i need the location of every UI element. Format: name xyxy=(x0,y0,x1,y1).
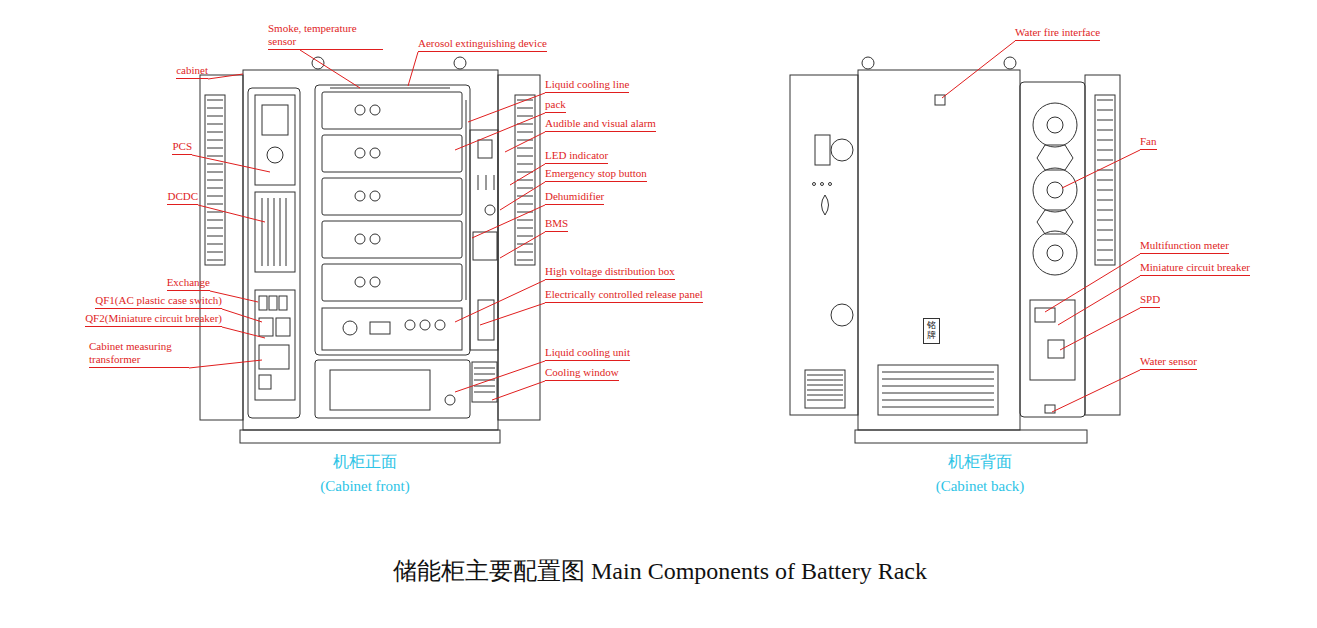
callout-label: Multifunction meter xyxy=(1140,239,1229,254)
callout-label: Water fire interface xyxy=(1015,26,1100,41)
leader-lines xyxy=(189,41,1140,412)
callout-label: Fan xyxy=(1140,135,1157,150)
callout-label: SPD xyxy=(1140,293,1160,308)
callout-label: Audible and visual alarm xyxy=(545,117,656,132)
callout-label: LED indicator xyxy=(545,149,608,164)
callout-label: Liquid cooling line xyxy=(545,78,629,93)
callout-label: Exchange xyxy=(167,276,210,291)
view-caption: (Cabinet front) xyxy=(320,478,410,495)
view-caption: 机柜正面 xyxy=(333,452,397,473)
callout-label: High voltage distribution box xyxy=(545,265,675,280)
callout-label: QF1(AC plastic case switch) xyxy=(95,294,222,309)
callout-label: Miniature circuit breaker xyxy=(1140,261,1250,276)
view-caption: (Cabinet back) xyxy=(936,478,1025,495)
callout-label: Electrically controlled release panel xyxy=(545,288,703,303)
callout-label: Water sensor xyxy=(1140,355,1197,370)
callout-label: QF2(Miniature circuit breaker) xyxy=(85,312,222,327)
callout-label: Cabinet measuring transformer xyxy=(89,340,189,368)
figure-caption: 储能柜主要配置图 Main Components of Battery Rack xyxy=(393,555,927,587)
callout-label: Cooling window xyxy=(545,366,619,381)
callout-label: Smoke, temperature sensor xyxy=(268,22,383,50)
view-caption: 机柜背面 xyxy=(948,452,1012,473)
callout-label: Liquid cooling unit xyxy=(545,346,630,361)
callout-label: cabinet xyxy=(176,64,208,79)
callout-label: PCS xyxy=(172,140,192,155)
callout-label: Dehumidifier xyxy=(545,190,604,205)
callout-label: BMS xyxy=(545,217,568,232)
callout-label: DCDC xyxy=(167,190,198,205)
callout-label: Emergency stop button xyxy=(545,167,647,182)
callout-label: pack xyxy=(545,98,566,113)
nameplate-text: 铭牌 xyxy=(927,321,936,341)
callout-label: Aerosol extinguishing device xyxy=(418,37,547,52)
nameplate: 铭牌 xyxy=(923,318,940,344)
